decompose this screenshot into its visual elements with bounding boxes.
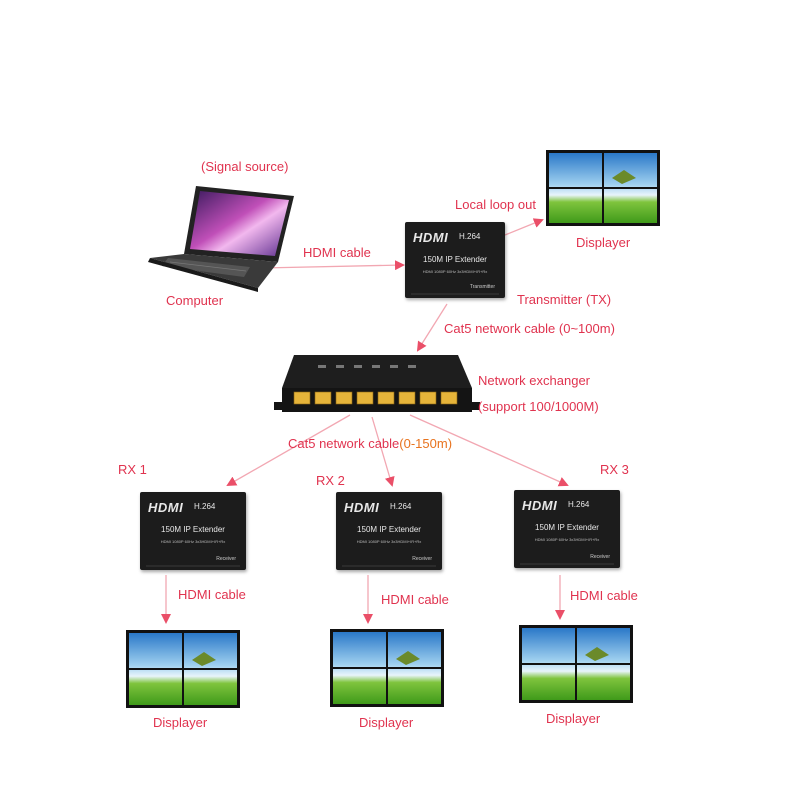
laptop-computer [148,186,294,292]
rx2-label: RX 2 [316,474,345,487]
hdmi-logo: HDMI [148,500,183,515]
codec-label: H.264 [390,502,411,511]
cat5-bottom-label: Cat5 network cable(0-150m) [288,437,452,450]
network-exchanger-label: Network exchanger [478,374,590,387]
video-wall-rx3 [519,625,633,703]
arrow-tx-to-displayer [505,220,542,235]
device-stripe [342,565,436,567]
device-stripe [146,565,240,567]
hdmi-cable-rx2-label: HDMI cable [381,593,449,606]
receiver-device-rx1: HDMI H.264 150M IP Extender HDMI 1080P 6… [140,492,246,570]
rx3-label: RX 3 [600,463,629,476]
cat5-top-label: Cat5 network cable (0~100m) [444,322,615,335]
signal-source-label: (Signal source) [201,160,288,173]
hdmi-logo: HDMI [344,500,379,515]
role-label: Receiver [216,556,236,562]
role-label: Receiver [412,556,432,562]
spec-label: HDMI 1080P 60Hz 3x3HDMI+IR+Rx [336,539,442,544]
video-wall-rx2 [330,629,444,707]
video-wall-rx1 [126,630,240,708]
arrow-switch-to-rx2 [372,417,392,485]
displayer-rx2-label: Displayer [359,716,413,729]
codec-label: H.264 [194,502,215,511]
receiver-device-rx3: HDMI H.264 150M IP Extender HDMI 1080P 6… [514,490,620,568]
hdmi-cable-top-label: HDMI cable [303,246,371,259]
codec-label: H.264 [459,232,480,241]
spec-label: HDMI 1080P 60Hz 3x3HDMI+IR+Rx [405,269,505,274]
model-label: 150M IP Extender [514,523,620,532]
device-stripe [520,563,614,565]
arrow-computer-to-tx [262,265,403,268]
transmitter-label: Transmitter (TX) [517,293,611,306]
role-label: Receiver [590,554,610,560]
computer-label: Computer [166,294,223,307]
role-label: Transmitter [470,284,495,290]
transmitter-device: HDMI H.264 150M IP Extender HDMI 1080P 6… [405,222,505,298]
codec-label: H.264 [568,500,589,509]
network-switch [274,355,480,412]
hdmi-logo: HDMI [413,230,448,245]
model-label: 150M IP Extender [140,525,246,534]
displayer-rx3-label: Displayer [546,712,600,725]
spec-label: HDMI 1080P 60Hz 3x3HDMI+IR+Rx [140,539,246,544]
hdmi-logo: HDMI [522,498,557,513]
local-loop-out-label: Local loop out [455,198,536,211]
spec-label: HDMI 1080P 60Hz 3x3HDMI+IR+Rx [514,537,620,542]
cat5-bottom-prefix: Cat5 network cable [288,436,399,451]
exchanger-support-label: (support 100/1000M) [478,400,599,413]
cat5-bottom-range: (0-150m) [399,436,452,451]
device-stripe [411,293,499,295]
video-wall-top [546,150,660,226]
displayer-rx1-label: Displayer [153,716,207,729]
model-label: 150M IP Extender [336,525,442,534]
rx1-label: RX 1 [118,463,147,476]
model-label: 150M IP Extender [405,255,505,264]
receiver-device-rx2: HDMI H.264 150M IP Extender HDMI 1080P 6… [336,492,442,570]
hdmi-cable-rx3-label: HDMI cable [570,589,638,602]
displayer-top-label: Displayer [576,236,630,249]
hdmi-cable-rx1-label: HDMI cable [178,588,246,601]
arrow-tx-to-switch [418,304,447,350]
